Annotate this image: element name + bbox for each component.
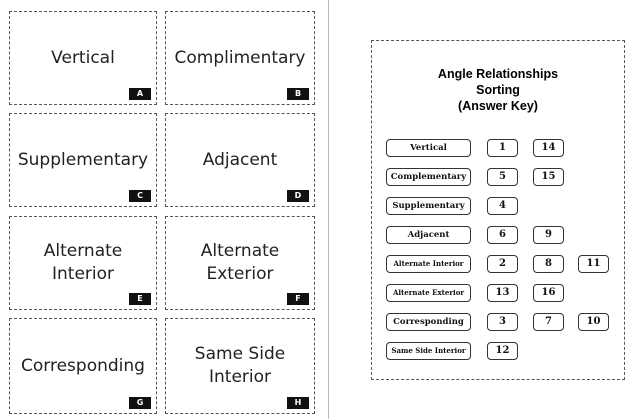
card-label: Vertical [51,47,115,68]
card-label: Complimentary [174,47,306,68]
card-badge: B [287,88,309,100]
card-label: Alternate Exterior [200,241,280,284]
card-adjacent[interactable]: Adjacent D [165,113,315,207]
answer-number: 16 [533,284,564,302]
card-label: Adjacent [202,149,278,170]
answer-number: 6 [487,226,518,244]
answer-number: 13 [487,284,518,302]
row-label-adjacent: Adjacent [386,226,471,244]
row-label-supplementary: Supplementary [386,197,471,215]
answer-number: 9 [533,226,564,244]
sorting-cards-panel: Vertical A Complimentary B Supplementary… [9,11,315,414]
card-badge: C [129,190,151,202]
row-label-corresponding: Corresponding [386,313,471,331]
card-corresponding[interactable]: Corresponding G [9,318,157,414]
card-vertical[interactable]: Vertical A [9,11,157,105]
card-supplementary[interactable]: Supplementary C [9,113,157,207]
row-label-alternate-exterior: Alternate Exterior [386,284,471,302]
row-label-alternate-interior: Alternate Interior [386,255,471,273]
card-badge: F [287,293,309,305]
answer-number: 15 [533,168,564,186]
answer-number: 12 [487,342,518,360]
row-label-same-side-interior: Same Side Interior [386,342,471,360]
answer-number: 4 [487,197,518,215]
card-alternate-interior[interactable]: Alternate Interior E [9,216,157,310]
card-label: Corresponding [21,355,145,376]
row-label-vertical: Vertical [386,139,471,157]
card-alternate-exterior[interactable]: Alternate Exterior F [165,216,315,310]
row-label-complementary: Complementary [386,168,471,186]
answer-number: 3 [487,313,518,331]
card-badge: D [287,190,309,202]
card-badge: E [129,293,151,305]
answer-number: 2 [487,255,518,273]
card-label: Alternate Interior [43,241,123,284]
card-label: Same Side Interior [194,344,286,387]
panel-divider [328,0,329,419]
answer-key-title: Angle Relationships Sorting (Answer Key) [437,67,559,113]
card-same-side-interior[interactable]: Same Side Interior H [165,318,315,414]
answer-number: 7 [533,313,564,331]
answer-number: 11 [578,255,609,273]
card-badge: G [129,397,151,409]
card-badge: H [287,397,309,409]
answer-number: 10 [578,313,609,331]
answer-number: 14 [533,139,564,157]
card-complimentary[interactable]: Complimentary B [165,11,315,105]
card-label: Supplementary [17,149,149,170]
card-badge: A [129,88,151,100]
answer-key-sheet: Angle Relationships Sorting (Answer Key)… [371,40,625,380]
answer-number: 5 [487,168,518,186]
answer-number: 1 [487,139,518,157]
answer-number: 8 [533,255,564,273]
